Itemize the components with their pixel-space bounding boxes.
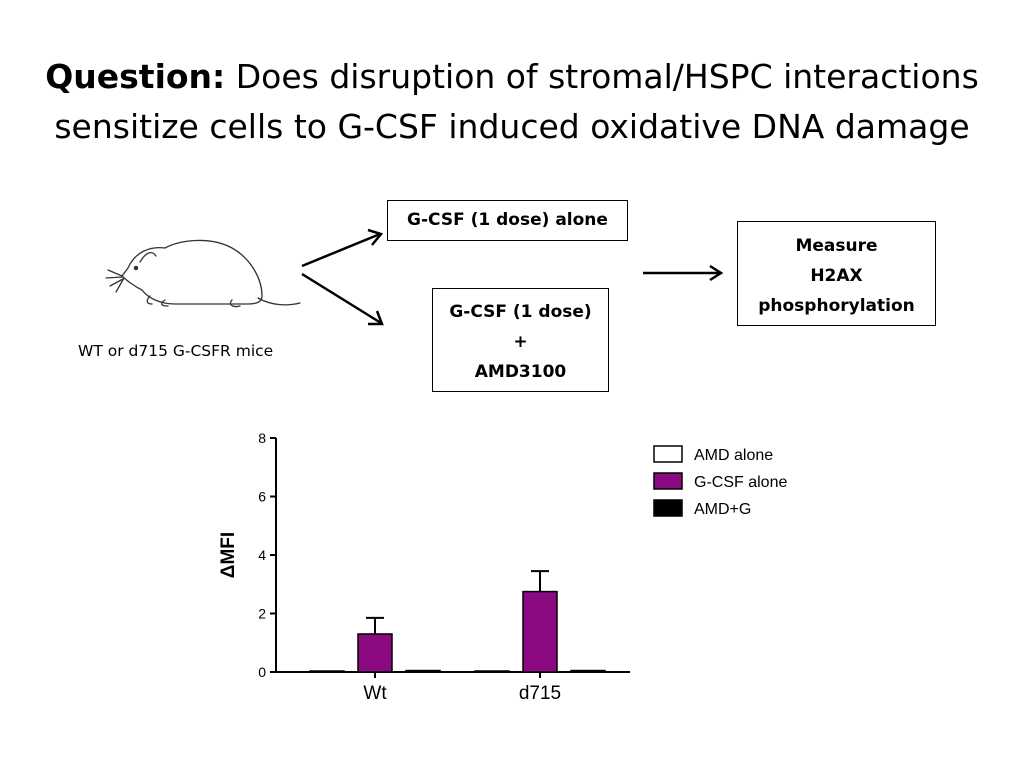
y-tick-label: 8 [258, 430, 266, 446]
measure-line-1: Measure [795, 236, 878, 256]
gcsf-amd-line-1: G-CSF (1 dose) [449, 302, 592, 322]
title-line-2: sensitize cells to G-CSF induced oxidati… [54, 107, 970, 146]
measure-line-3: phosphorylation [758, 296, 915, 316]
bar [309, 670, 345, 673]
legend-label: AMD alone [694, 447, 773, 464]
bar [474, 670, 510, 673]
gcsf-amd-box: G-CSF (1 dose) + AMD3100 [432, 288, 609, 392]
gcsf-alone-box: G-CSF (1 dose) alone [387, 200, 628, 241]
legend-label: G-CSF alone [694, 474, 787, 491]
y-axis-label: ΔMFI [218, 532, 239, 578]
bar [522, 590, 558, 673]
title-line-1: Question: Does disruption of stromal/HSP… [0, 52, 1024, 102]
y-tick-label: 2 [258, 606, 266, 622]
x-tick-label: d715 [519, 683, 561, 704]
gcsf-alone-label: G-CSF (1 dose) alone [407, 210, 608, 230]
y-tick-label: 6 [258, 489, 266, 505]
x-tick-label: Wt [363, 683, 387, 704]
legend-swatch [653, 445, 683, 463]
bar [405, 669, 441, 673]
y-tick-label: 0 [258, 664, 266, 680]
legend-label: AMD+G [694, 501, 751, 518]
mouse-caption: WT or d715 G-CSFR mice [78, 342, 274, 360]
gcsf-amd-line-2: + [513, 332, 528, 352]
arrow-to-box2 [301, 272, 384, 326]
gcsf-amd-line-3: AMD3100 [474, 362, 567, 382]
bar [357, 633, 393, 673]
title-text-1: Does disruption of stromal/HSPC interact… [235, 57, 979, 96]
title-question-label: Question: [45, 57, 226, 96]
legend-swatch [653, 499, 683, 517]
legend-swatch [653, 472, 683, 490]
bar [570, 669, 606, 673]
measure-box: Measure H2AX phosphorylation [737, 221, 936, 326]
y-tick-label: 4 [258, 547, 266, 563]
slide-title: Question: Does disruption of stromal/HSP… [0, 52, 1024, 152]
arrow-to-box1 [301, 228, 384, 268]
arrow-to-measure [643, 264, 724, 282]
mouse-icon [105, 239, 301, 308]
measure-line-2: H2AX [810, 266, 863, 286]
